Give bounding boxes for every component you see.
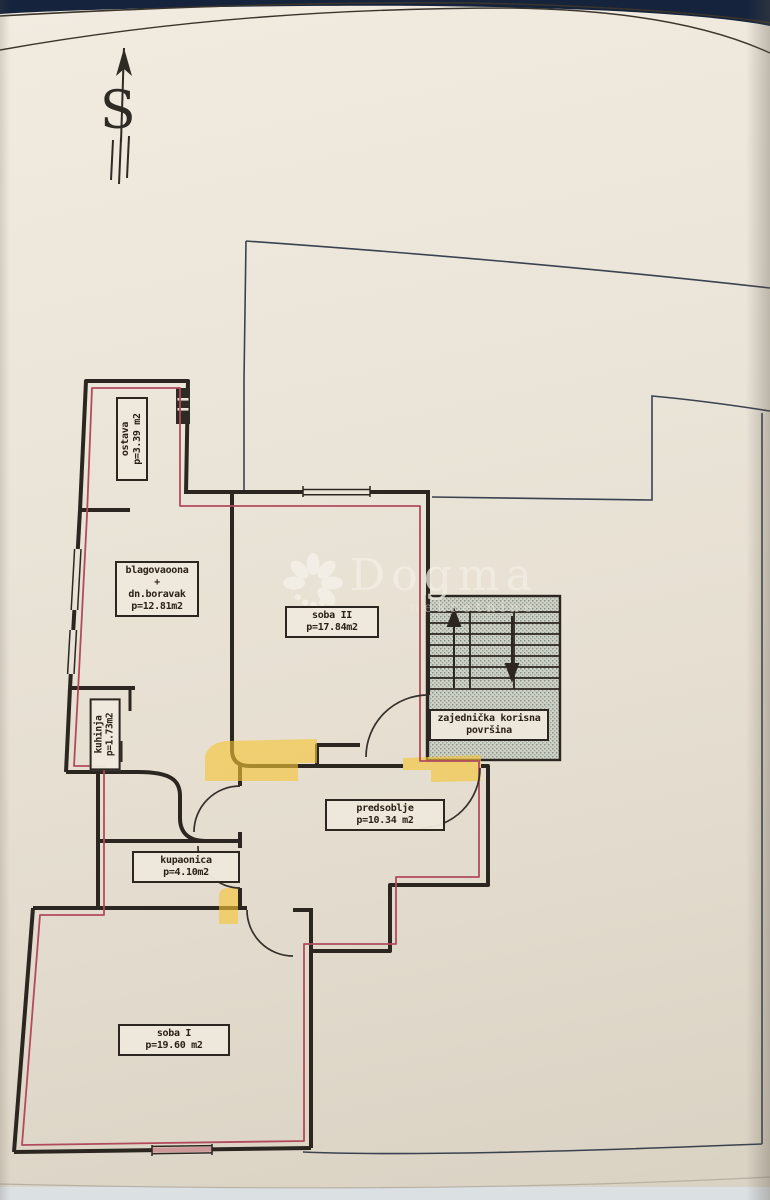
page-bottom-curl-line: [0, 1176, 770, 1189]
page-curl-line-2: [0, 7, 770, 54]
page-bottom-edge: [0, 1187, 770, 1200]
room-label-kupaonica: kupaonica p=4.10m2: [132, 851, 240, 883]
apartment-walls: [12, 379, 490, 1154]
room-label-blagovaona: blagovaoona + dn.boravak p=12.81m2: [115, 561, 199, 617]
stairs-down-arrow-icon: [504, 616, 520, 683]
page-curl-line-top: [0, 1, 770, 24]
north-label: S: [100, 81, 136, 141]
building-outline: [243, 240, 770, 1155]
room-label-ostava: ostava p=3.39 m2: [116, 397, 148, 481]
background-navy-top: [0, 0, 770, 26]
room-label-zajednicka-korisna-povrsina: zajednička korisna površina: [429, 709, 549, 741]
windows: [66, 486, 371, 1156]
stairs-up-arrow-icon: [446, 607, 462, 688]
room-label-predsoblje: predsoblje p=10.34 m2: [325, 799, 445, 831]
room-label-kuhinja: kuhinja p=1.73m2: [89, 698, 121, 771]
north-arrow-icon: S: [100, 47, 136, 185]
apartment-boundary-red: [21, 387, 480, 1146]
room-label-soba-1: soba I p=19.60 m2: [118, 1024, 230, 1056]
shaft: [176, 388, 190, 424]
room-label-soba-2: soba II p=17.84m2: [285, 606, 379, 638]
